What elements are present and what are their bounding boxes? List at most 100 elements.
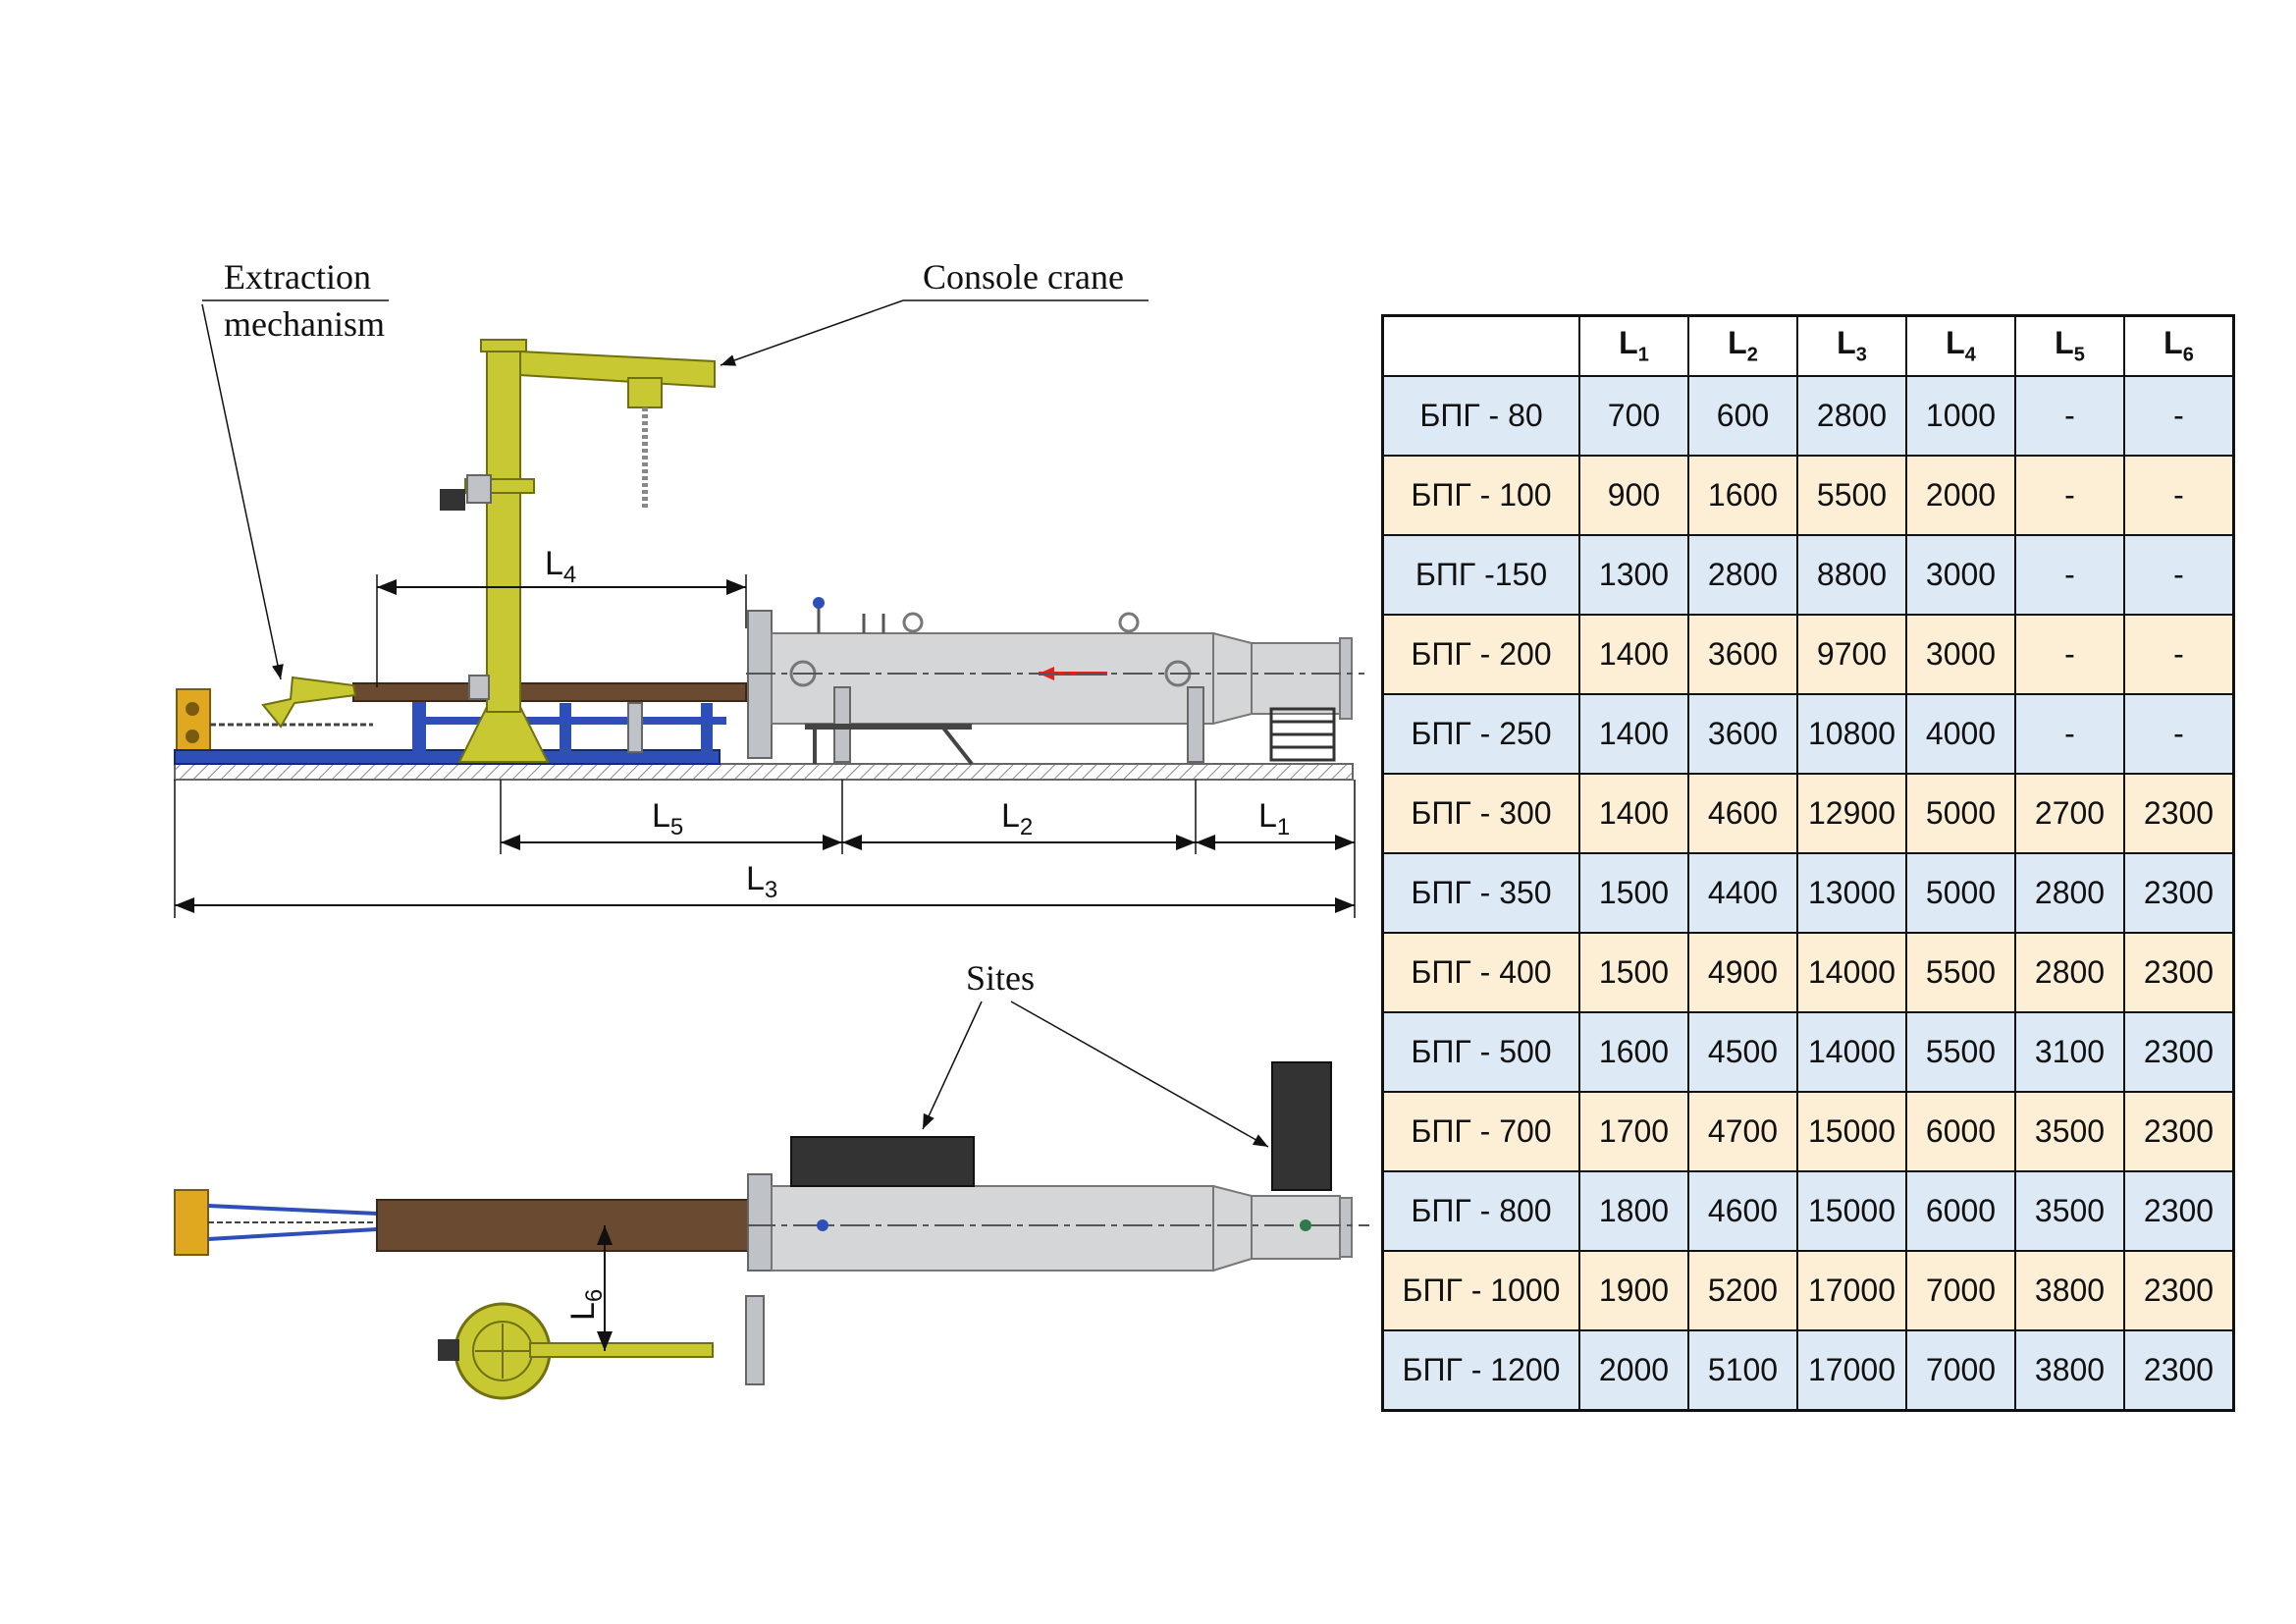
table-cell-l5: 3500 bbox=[2014, 1091, 2125, 1172]
table-cell-model: БПГ - 500 bbox=[1381, 1011, 1580, 1093]
technical-drawing: L4 L5 L2 L1 L3 Extraction mechanism Cons… bbox=[174, 257, 1369, 1400]
table-cell-l2: 4500 bbox=[1687, 1011, 1798, 1093]
label-console-crane: Console crane bbox=[923, 257, 1124, 297]
table-cell-l2: 3600 bbox=[1687, 614, 1798, 695]
table-cell-model: БПГ - 350 bbox=[1381, 852, 1580, 934]
table-cell-l4: 3000 bbox=[1905, 614, 2016, 695]
dim-label-l6: L6 bbox=[564, 1289, 608, 1321]
table-cell-l4: 2000 bbox=[1905, 455, 2016, 536]
table-cell-l6: 2300 bbox=[2123, 1329, 2235, 1412]
heater-vessel bbox=[746, 597, 1364, 766]
ground-slab bbox=[174, 763, 1354, 781]
table-cell-l4: 6000 bbox=[1905, 1170, 2016, 1252]
table-cell-model: БПГ - 800 bbox=[1381, 1170, 1580, 1252]
dim-label-l2: L2 bbox=[1001, 797, 1033, 840]
brown-rail-plan bbox=[376, 1199, 749, 1252]
table-cell-l1: 1600 bbox=[1578, 1011, 1689, 1093]
table-cell-l2: 4700 bbox=[1687, 1091, 1798, 1172]
table-cell-l3: 5500 bbox=[1796, 455, 1907, 536]
table-cell-l6: 2300 bbox=[2123, 1011, 2235, 1093]
table-cell-l5: - bbox=[2014, 534, 2125, 616]
table-cell-l1: 1400 bbox=[1578, 773, 1689, 854]
table-header-l3: L3 bbox=[1796, 314, 1907, 377]
extraction-drive bbox=[176, 688, 211, 755]
table-cell-l3: 14000 bbox=[1796, 1011, 1907, 1093]
table-cell-model: БПГ - 1200 bbox=[1381, 1329, 1580, 1412]
table-cell-l2: 2800 bbox=[1687, 534, 1798, 616]
table-cell-l3: 15000 bbox=[1796, 1091, 1907, 1172]
table-cell-model: БПГ - 250 bbox=[1381, 693, 1580, 775]
table-cell-l1: 700 bbox=[1578, 375, 1689, 457]
table-header-model bbox=[1381, 314, 1580, 377]
table-cell-l5: 3500 bbox=[2014, 1170, 2125, 1252]
site-platform-1 bbox=[790, 1136, 975, 1187]
table-cell-l4: 7000 bbox=[1905, 1329, 2016, 1412]
table-cell-l6: 2300 bbox=[2123, 1170, 2235, 1252]
table-cell-l5: - bbox=[2014, 614, 2125, 695]
table-cell-l2: 5100 bbox=[1687, 1329, 1798, 1412]
cable-reel bbox=[438, 1302, 714, 1400]
table-cell-l1: 1500 bbox=[1578, 852, 1689, 934]
table-cell-l1: 1500 bbox=[1578, 932, 1689, 1013]
table-cell-l2: 5200 bbox=[1687, 1250, 1798, 1331]
table-cell-l2: 4400 bbox=[1687, 852, 1798, 934]
table-cell-model: БПГ - 200 bbox=[1381, 614, 1580, 695]
table-cell-l5: 2800 bbox=[2014, 852, 2125, 934]
table-cell-l2: 600 bbox=[1687, 375, 1798, 457]
table-header-row: L1 L2 L3 L4 L5 L6 bbox=[1381, 314, 2235, 377]
dim-label-l3: L3 bbox=[746, 860, 777, 903]
dim-label-l1: L1 bbox=[1258, 797, 1290, 840]
table-cell-l6: 2300 bbox=[2123, 852, 2235, 934]
label-sites: Sites bbox=[966, 958, 1035, 998]
table-header-l4: L4 bbox=[1905, 314, 2016, 377]
table-cell-l3: 12900 bbox=[1796, 773, 1907, 854]
plan-view: L6 Sites bbox=[174, 958, 1369, 1400]
blue-base-frame bbox=[174, 749, 721, 765]
extraction-arm bbox=[261, 676, 357, 729]
table-cell-l4: 7000 bbox=[1905, 1250, 2016, 1331]
table-cell-l2: 4600 bbox=[1687, 773, 1798, 854]
table-cell-l6: 2300 bbox=[2123, 773, 2235, 854]
table-cell-l3: 2800 bbox=[1796, 375, 1907, 457]
table-cell-l5: 3800 bbox=[2014, 1329, 2125, 1412]
table-cell-l1: 1900 bbox=[1578, 1250, 1689, 1331]
table-cell-l3: 17000 bbox=[1796, 1329, 1907, 1412]
table-cell-l5: - bbox=[2014, 375, 2125, 457]
table-cell-l5: 2700 bbox=[2014, 773, 2125, 854]
table-cell-l6: 2300 bbox=[2123, 1091, 2235, 1172]
table-cell-l1: 2000 bbox=[1578, 1329, 1689, 1412]
table-cell-l4: 5000 bbox=[1905, 773, 2016, 854]
table-cell-l3: 8800 bbox=[1796, 534, 1907, 616]
side-view: L4 L5 L2 L1 L3 Extraction mechanism Cons… bbox=[174, 257, 1364, 918]
brown-rail bbox=[352, 682, 747, 702]
table-cell-l1: 1700 bbox=[1578, 1091, 1689, 1172]
dim-label-l4: L4 bbox=[545, 545, 576, 588]
table-cell-model: БПГ - 400 bbox=[1381, 932, 1580, 1013]
table-cell-l1: 1300 bbox=[1578, 534, 1689, 616]
console-crane bbox=[440, 339, 716, 763]
table-cell-l6: - bbox=[2123, 693, 2235, 775]
table-cell-l5: 2800 bbox=[2014, 932, 2125, 1013]
table-cell-model: БПГ - 1000 bbox=[1381, 1250, 1580, 1331]
table-cell-l3: 9700 bbox=[1796, 614, 1907, 695]
table-cell-l3: 13000 bbox=[1796, 852, 1907, 934]
table-cell-l4: 6000 bbox=[1905, 1091, 2016, 1172]
table-cell-l4: 4000 bbox=[1905, 693, 2016, 775]
table-cell-model: БПГ - 300 bbox=[1381, 773, 1580, 854]
table-cell-l3: 14000 bbox=[1796, 932, 1907, 1013]
table-cell-l5: - bbox=[2014, 455, 2125, 536]
table-cell-l6: 2300 bbox=[2123, 1250, 2235, 1331]
table-cell-l6: - bbox=[2123, 375, 2235, 457]
